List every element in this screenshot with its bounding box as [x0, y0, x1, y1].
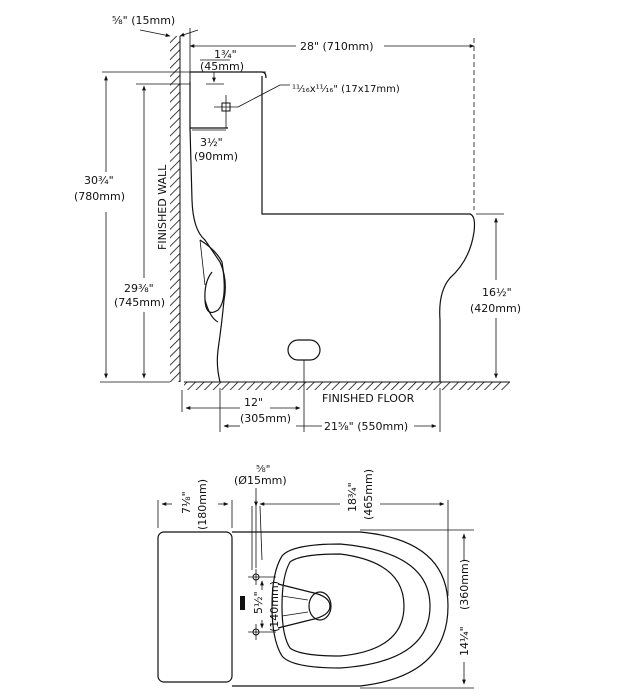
finished-wall-label: FINISHED WALL	[156, 164, 169, 250]
rough-in-mm: (305mm)	[240, 412, 291, 425]
lid-offset-mm: (45mm)	[200, 60, 244, 73]
bowl-inner	[281, 553, 405, 657]
hole-spacing-mm: (140mm)	[268, 581, 281, 632]
seat-outline	[271, 543, 431, 669]
overall-height-in: 30¾"	[84, 174, 114, 187]
bowl-length-in: 18¾"	[346, 482, 359, 512]
toilet-side-profile	[189, 71, 476, 432]
bowl-length-mm: (465mm)	[362, 469, 375, 520]
hole-dia-mm: (Ø15mm)	[234, 474, 287, 487]
hole-size-label: ¹¹⁄₁₆x¹¹⁄₁₆" (17x17mm)	[292, 84, 400, 95]
overall-depth-label: 28" (710mm)	[300, 40, 374, 53]
mounting-hole-lower	[248, 624, 276, 640]
rough-in-in: 12"	[244, 396, 263, 409]
tank-height-in: 29⅜"	[124, 282, 154, 295]
hole-dia-in: ⅝"	[256, 464, 270, 475]
overall-height-mm: (780mm)	[74, 190, 125, 203]
wall-thickness-label: ⅝" (15mm)	[112, 14, 175, 27]
overall-width-mm: (360mm)	[458, 559, 471, 610]
top-view: 7⅛" (180mm) ⅝" (Ø15mm) 18¾" (465mm) 5½" …	[157, 464, 474, 689]
hole-offset-mm: (90mm)	[194, 150, 238, 163]
finished-wall	[170, 36, 180, 382]
drain-flange	[287, 339, 321, 361]
tank-depth-mm: (180mm)	[196, 479, 209, 530]
flush-button	[240, 596, 245, 610]
lid-offset-in: 1¾"	[214, 48, 237, 61]
tank-height-mm: (745mm)	[114, 296, 165, 309]
tank-depth-in: 7⅛"	[180, 491, 193, 514]
finished-floor-label: FINISHED FLOOR	[322, 392, 415, 405]
mounting-hole-upper	[248, 569, 276, 585]
seat-height-in: 16½"	[482, 286, 512, 299]
hole-offset-in: 3½"	[200, 136, 223, 149]
side-view: ⅝" (15mm) 28" (710mm) 1¾" (45mm) ¹¹⁄₁₆x¹…	[74, 14, 521, 433]
bowl-outer	[232, 531, 449, 687]
finished-floor	[184, 382, 510, 390]
hole-spacing-in: 5½"	[252, 591, 265, 614]
seat-height-mm: (420mm)	[470, 302, 521, 315]
overall-width-in: 14¼"	[458, 626, 471, 656]
base-length-label: 21⅝" (550mm)	[324, 420, 408, 433]
supply-hole-mark	[214, 84, 290, 128]
tank-top	[157, 531, 233, 683]
